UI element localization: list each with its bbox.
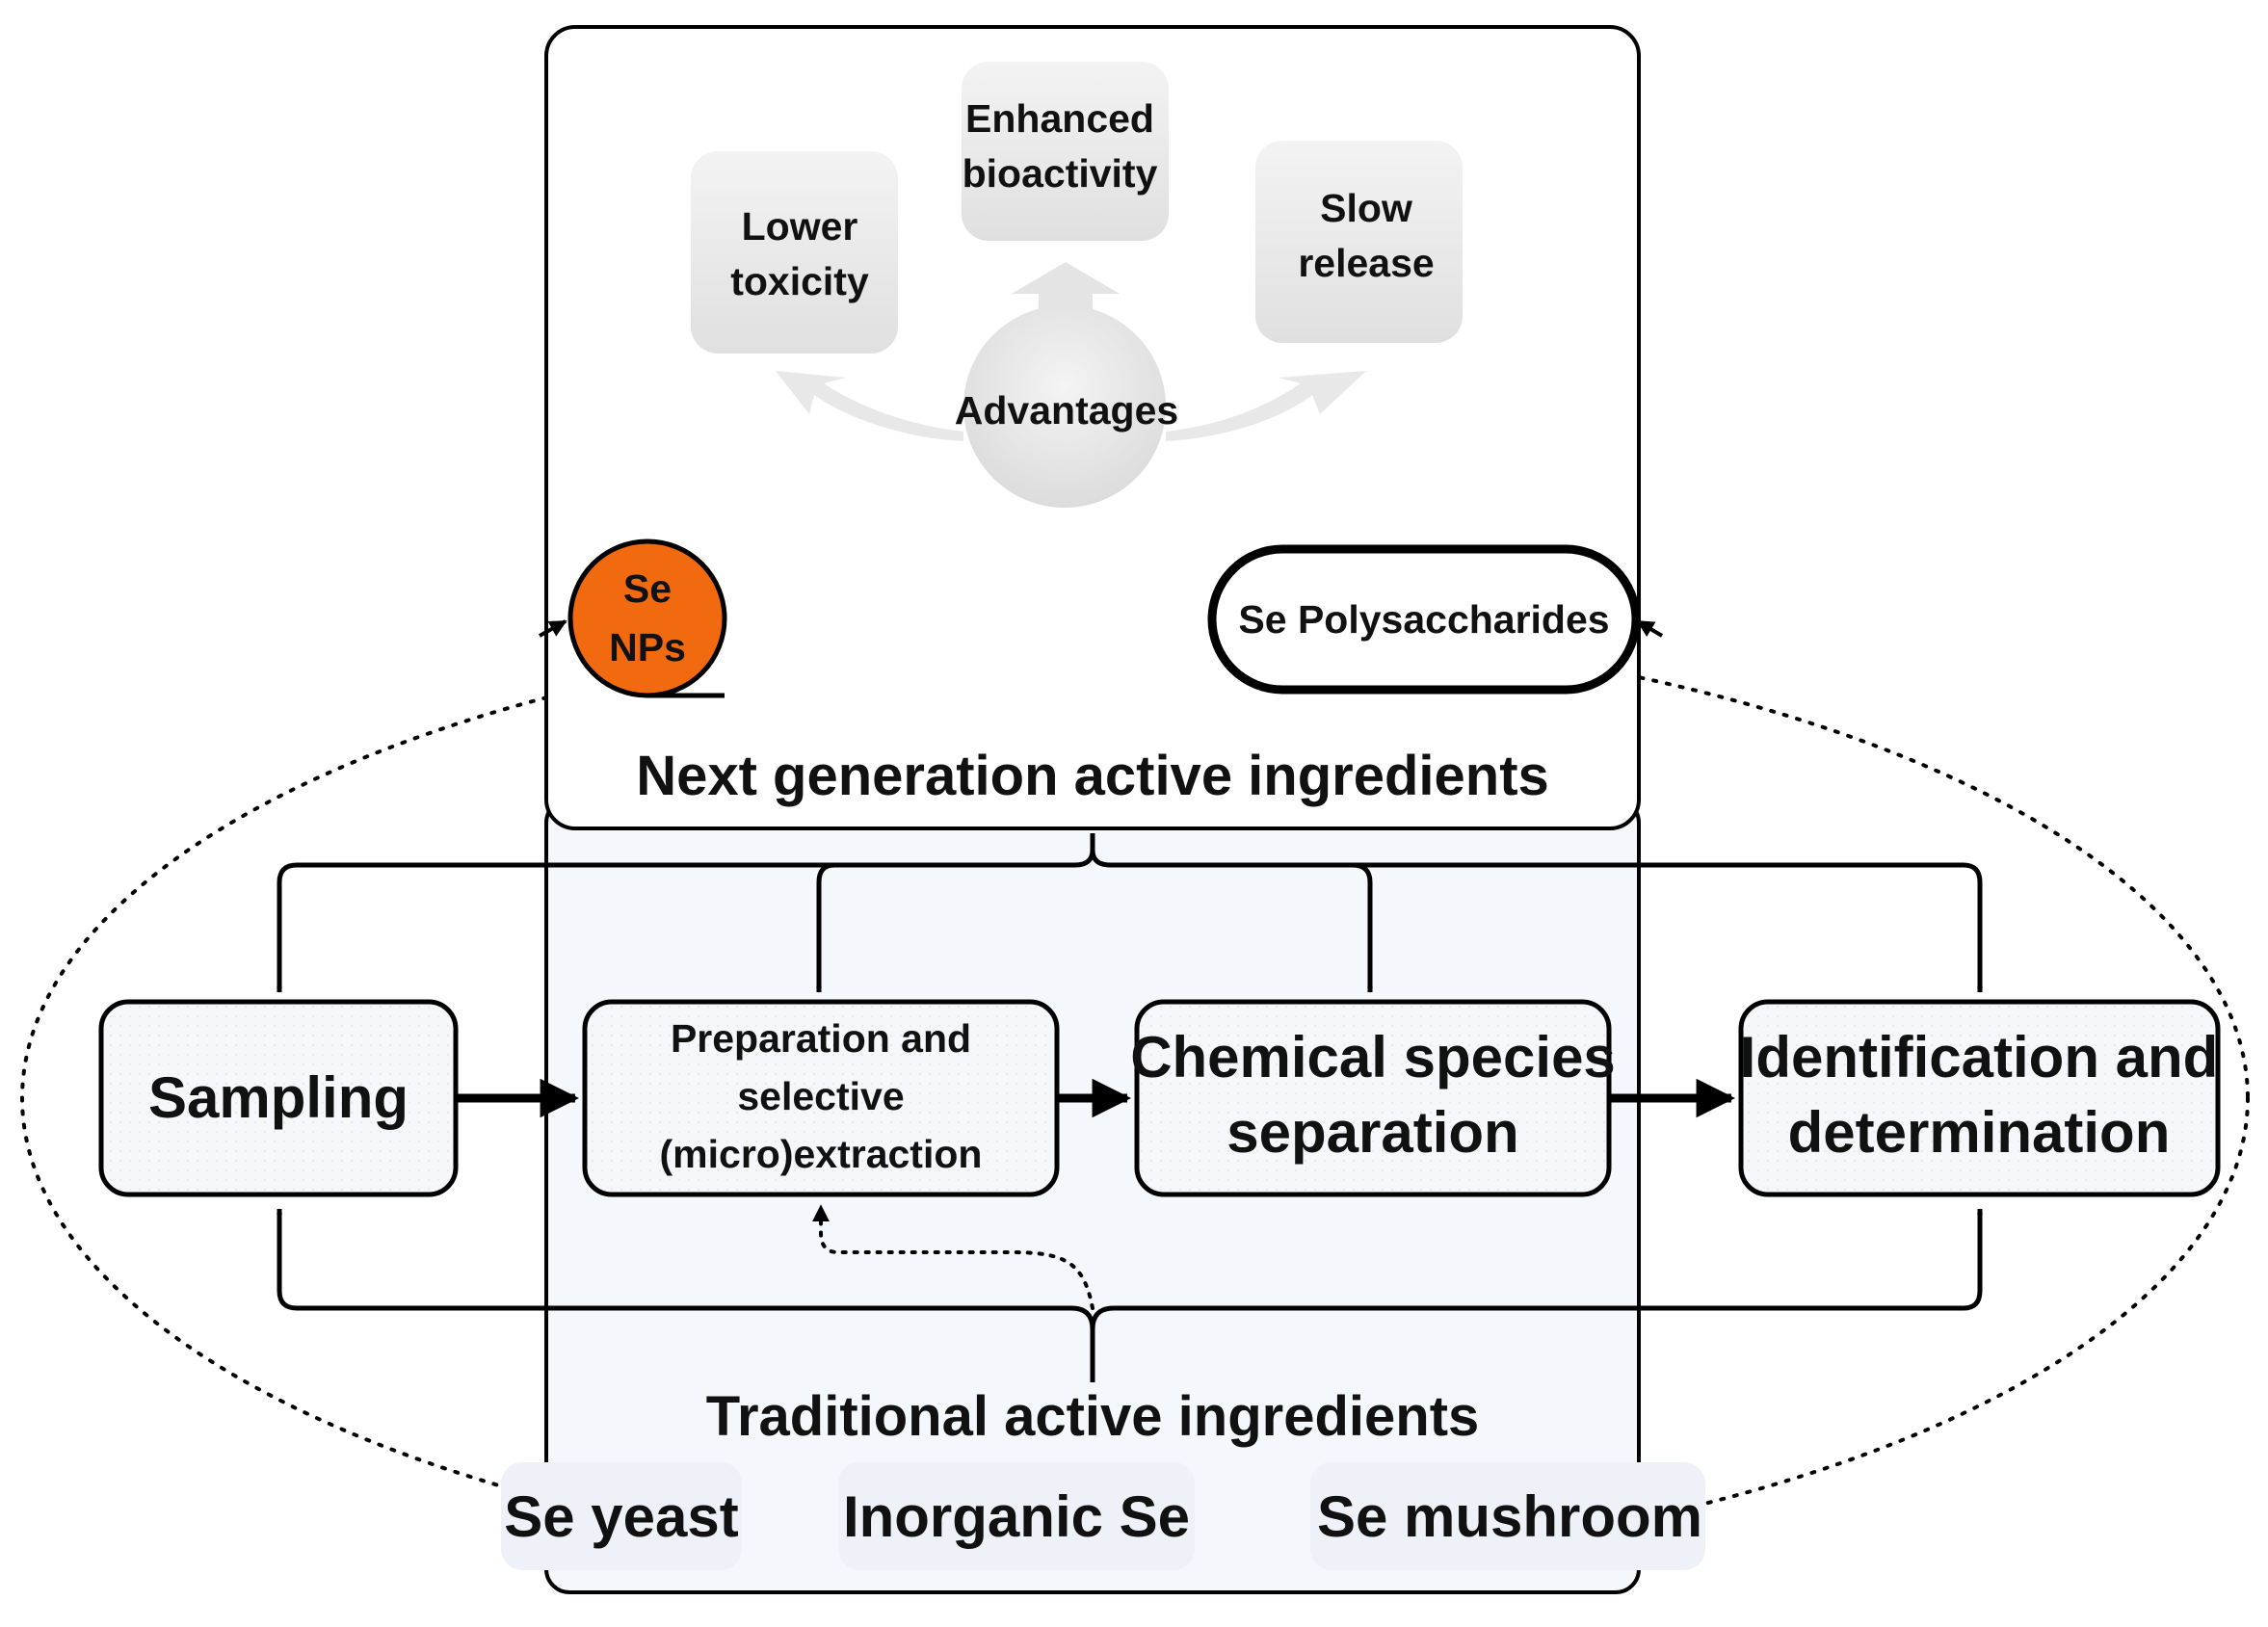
svg-text:determination: determination bbox=[1788, 1100, 2171, 1165]
arrow-left-swoosh bbox=[776, 371, 963, 441]
advantages-circle bbox=[963, 305, 1166, 508]
se-polysaccharides-node: Se Polysaccharides bbox=[1207, 544, 1641, 695]
advantage-enhanced-bioactivity: Enhanced bioactivity bbox=[962, 62, 1169, 241]
sampling-box: Sampling bbox=[98, 999, 459, 1197]
advantage-slow-release: Slow release bbox=[1255, 141, 1463, 343]
svg-text:Sampling: Sampling bbox=[148, 1065, 409, 1130]
svg-text:release: release bbox=[1298, 241, 1434, 285]
dotted-arrow-se-nps bbox=[539, 619, 567, 638]
svg-text:Chemical species: Chemical species bbox=[1130, 1025, 1616, 1089]
preparation-box: Preparation and selective (micro)extract… bbox=[582, 999, 1060, 1197]
advantage-lower-toxicity: Lower toxicity bbox=[691, 151, 898, 354]
traditional-item-se-mushroom: Se mushroom bbox=[1310, 1462, 1705, 1570]
svg-text:Se yeast: Se yeast bbox=[504, 1484, 739, 1549]
svg-text:Se mushroom: Se mushroom bbox=[1317, 1484, 1702, 1549]
svg-text:Inorganic Se: Inorganic Se bbox=[843, 1484, 1190, 1549]
traditional-item-inorganic-se: Inorganic Se bbox=[838, 1462, 1195, 1570]
svg-text:toxicity: toxicity bbox=[730, 259, 869, 303]
svg-text:Slow: Slow bbox=[1320, 186, 1412, 230]
svg-text:Se: Se bbox=[623, 566, 672, 611]
traditional-title: Traditional active ingredients bbox=[706, 1385, 1480, 1448]
svg-text:selective: selective bbox=[737, 1074, 904, 1118]
arrow-right-swoosh bbox=[1166, 371, 1366, 441]
separation-box: Chemical species separation bbox=[1130, 999, 1616, 1197]
svg-text:(micro)extraction: (micro)extraction bbox=[660, 1132, 983, 1176]
se-nps-node: Se NPs bbox=[567, 538, 727, 698]
dotted-arrow-se-polysaccharides bbox=[1636, 619, 1664, 638]
bottom-connector-lines bbox=[277, 1208, 1983, 1382]
svg-text:Lower: Lower bbox=[742, 204, 858, 249]
svg-text:Identification and: Identification and bbox=[1740, 1025, 2219, 1089]
svg-text:bioactivity: bioactivity bbox=[963, 151, 1158, 196]
next-generation-title: Next generation active ingredients bbox=[636, 745, 1549, 807]
svg-text:Se Polysaccharides: Se Polysaccharides bbox=[1238, 597, 1609, 642]
traditional-item-se-yeast: Se yeast bbox=[501, 1462, 742, 1570]
svg-text:separation: separation bbox=[1226, 1100, 1518, 1165]
identification-box: Identification and determination bbox=[1738, 999, 2221, 1197]
svg-text:NPs: NPs bbox=[609, 625, 686, 669]
svg-text:Preparation and: Preparation and bbox=[671, 1016, 971, 1061]
svg-text:Enhanced: Enhanced bbox=[965, 96, 1154, 141]
advantages-label: Advantages bbox=[955, 388, 1178, 433]
dotted-connector-preparation bbox=[812, 1204, 1094, 1310]
top-connector-lines bbox=[277, 833, 1983, 993]
